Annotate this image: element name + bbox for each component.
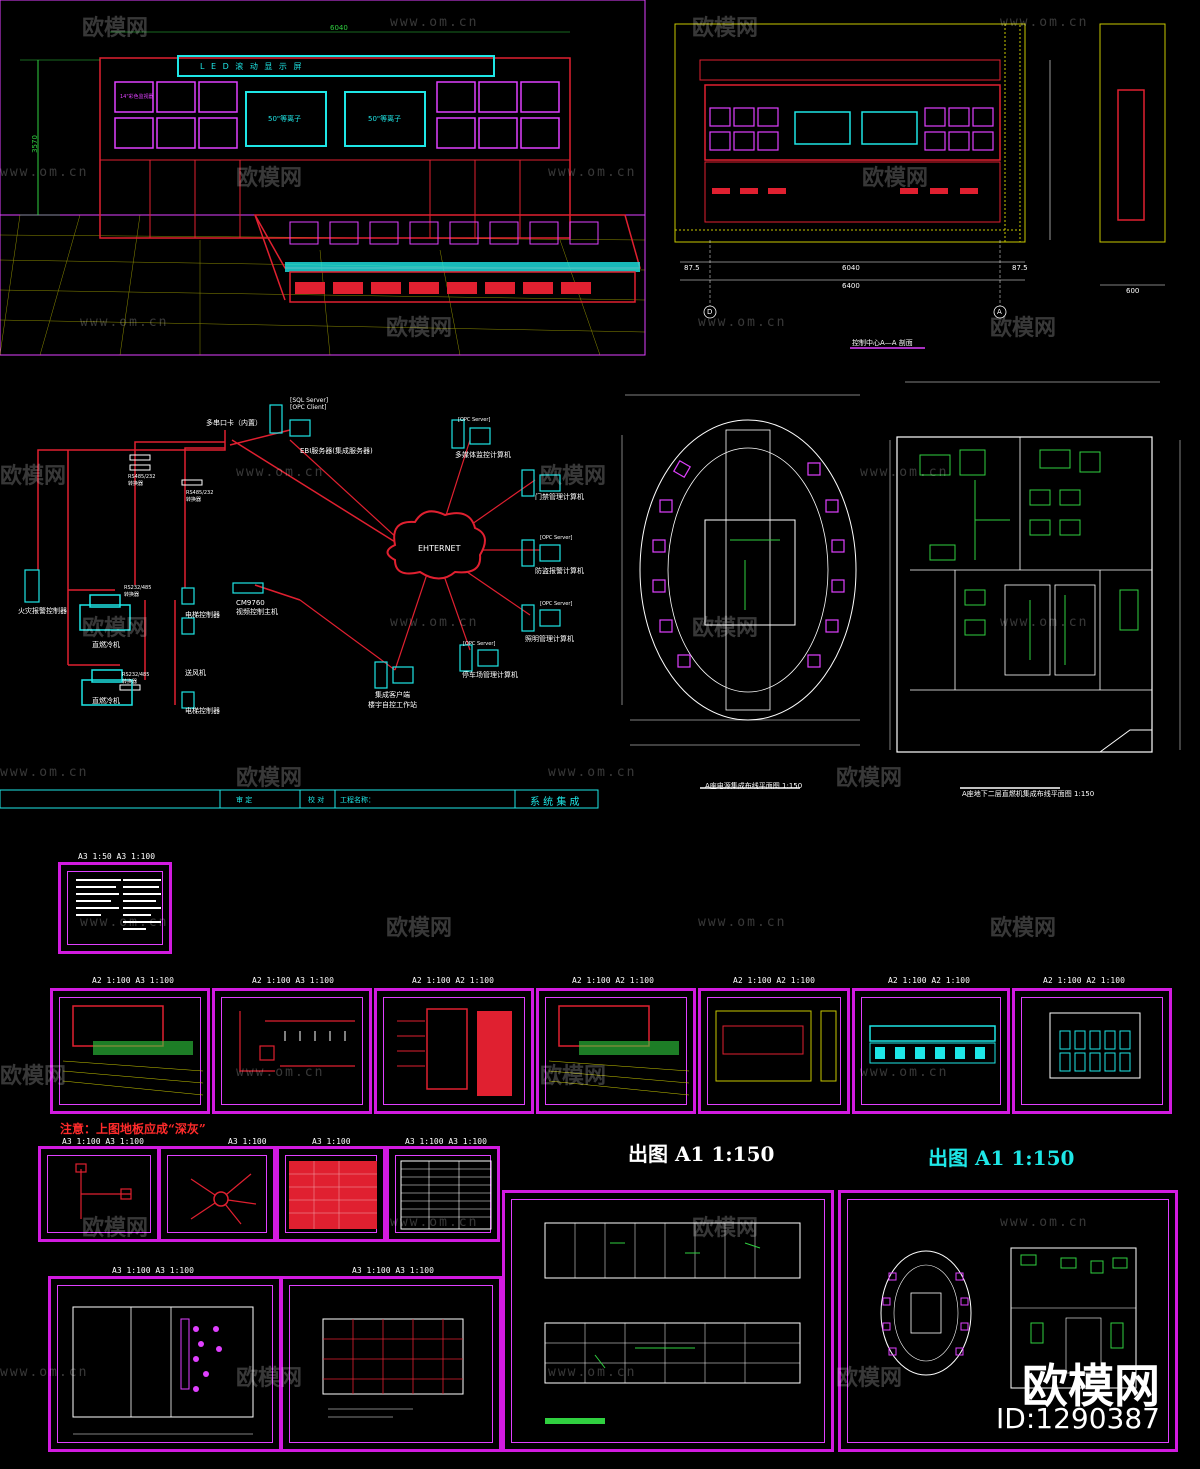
dim-bottom-5: 600 [1126, 287, 1140, 295]
led-banner-label: L E D 滚 动 显 示 屏 [200, 62, 304, 71]
sheet-row2-3 [276, 1146, 386, 1242]
node-tag-5: [OPC Server] [463, 641, 496, 647]
node-label-2: 门禁管理计算机 [535, 493, 584, 501]
sheet-cover [58, 862, 172, 954]
sheet-row2-4 [386, 1146, 500, 1242]
row3-scale-1: A3 1:100 A3 1:100 [112, 1266, 194, 1275]
node-tag-3: [OPC Server] [540, 535, 573, 541]
sheet-row1-3 [374, 988, 534, 1114]
sheet-a1-combined-plan [838, 1190, 1178, 1452]
row2-scale-3: A3 1:100 [312, 1137, 351, 1146]
footer-system: 系 统 集 成 [530, 797, 580, 808]
sheet-row3-1 [48, 1276, 282, 1452]
sheet-row1-2 [212, 988, 372, 1114]
cover-scale-label: A3 1:50 A3 1:100 [78, 852, 156, 861]
section-elevation [655, 0, 1200, 355]
cloud-label: EHTERNET [418, 544, 461, 553]
perspective-control-room [0, 0, 646, 356]
node-label-6: 集成客户端 楼宇自控工作站 [368, 691, 417, 709]
dim-bottom-1: 87.5 [684, 264, 700, 272]
plan-caption-right: A座地下二层直燃机集成布线平面图 1:150 [962, 790, 1095, 798]
node-label-4: 照明管理计算机 [525, 635, 574, 643]
row1-scale-2: A2 1:100 A3 1:100 [252, 976, 334, 985]
sheet-row3-2 [280, 1276, 502, 1452]
network-diagram [0, 404, 599, 809]
server-top-label: EBI服务器(集成服务器) [300, 447, 373, 455]
dim-bottom-2: 6040 [842, 264, 860, 272]
node-label-3: 防盗报警计算机 [535, 567, 584, 575]
sheet-row1-7 [1012, 988, 1172, 1114]
sheet-row1-6 [852, 988, 1010, 1114]
elevator-label-2: 电梯控制器 [185, 707, 220, 715]
sheet-row1-4 [536, 988, 696, 1114]
sheet-row1-1 [50, 988, 210, 1114]
row2-scale-4: A3 1:100 A3 1:100 [405, 1137, 487, 1146]
row1-scale-7: A2 1:100 A2 1:100 [1043, 976, 1125, 985]
brand-id: ID:1290387 [996, 1402, 1160, 1435]
floor-color-note: 注意：上图地板应成“深灰” [60, 1122, 206, 1136]
node-label-1: 多媒体监控计算机 [455, 451, 511, 459]
chiller-label-2: 直燃冷机 [92, 697, 120, 705]
dimension-width: 6040 [330, 24, 348, 32]
row3-scale-2: A3 1:100 A3 1:100 [352, 1266, 434, 1275]
server-top-tag: [SQL Server] [OPC Client] [290, 397, 329, 411]
monitor-label: 14"彩色监视器 [120, 94, 154, 100]
tv-label-left: 50"等离子 [268, 115, 302, 123]
hub-label: 多串口卡（内置） [206, 419, 262, 427]
footer-project: 工程名称： [340, 796, 375, 804]
cm9760-label: CM9760 视频控制主机 [236, 599, 278, 616]
node-label-5: 停车场管理计算机 [462, 671, 518, 679]
footer-check: 校 对 [308, 796, 325, 804]
dimension-height: 3570 [30, 135, 39, 153]
sheet-row2-1 [38, 1146, 160, 1242]
fan-label: 送风机 [185, 669, 206, 677]
row1-scale-5: A2 1:100 A2 1:100 [733, 976, 815, 985]
row1-scale-6: A2 1:100 A2 1:100 [888, 976, 970, 985]
converter-label-4: RS232/485 转换器 [122, 672, 150, 685]
axis-label-a: A [997, 308, 1002, 316]
sheet-a1-linear-plan [502, 1190, 834, 1452]
plan-caption-left: A座电源集成布线平面图 1:150 [705, 782, 803, 790]
node-tag-4: [OPC Server] [540, 601, 573, 607]
row2-scale-2: A3 1:100 [228, 1137, 267, 1146]
elevator-label-1: 电梯控制器 [185, 611, 220, 619]
basement-floor-plan [889, 381, 1181, 789]
row2-scale-1: A3 1:100 A3 1:100 [62, 1137, 144, 1146]
brand-logo-text: 欧模网 [1022, 1359, 1160, 1413]
tv-label-right: 50"等离子 [368, 115, 402, 123]
node-tag-1: [OPC Server] [458, 417, 491, 423]
converter-label-3: RS232/485 转换器 [124, 585, 152, 598]
elliptical-floor-plan [621, 394, 860, 789]
chiller-label-1: 直燃冷机 [92, 641, 120, 649]
dim-bottom-4: 6400 [842, 282, 860, 290]
row1-scale-4: A2 1:100 A2 1:100 [572, 976, 654, 985]
output-title-2: 出图 A1 1:150 [928, 1146, 1075, 1170]
converter-label-1: RS485/232 转换器 [128, 474, 156, 487]
sheet-row1-5 [698, 988, 850, 1114]
row1-scale-3: A2 1:100 A2 1:100 [412, 976, 494, 985]
row1-scale-1: A2 1:100 A3 1:100 [92, 976, 174, 985]
footer-review: 审 定 [236, 796, 253, 804]
fire-alarm-label: 火灾报警控制器 [18, 607, 67, 615]
output-title-1: 出图 A1 1:150 [628, 1142, 775, 1166]
section-caption: 控制中心A—A 剖面 [852, 339, 913, 347]
converter-label-2: RS485/232 转换器 [186, 490, 214, 503]
axis-label-d: D [707, 308, 713, 316]
sheet-row2-2 [158, 1146, 276, 1242]
dim-bottom-3: 87.5 [1012, 264, 1028, 272]
